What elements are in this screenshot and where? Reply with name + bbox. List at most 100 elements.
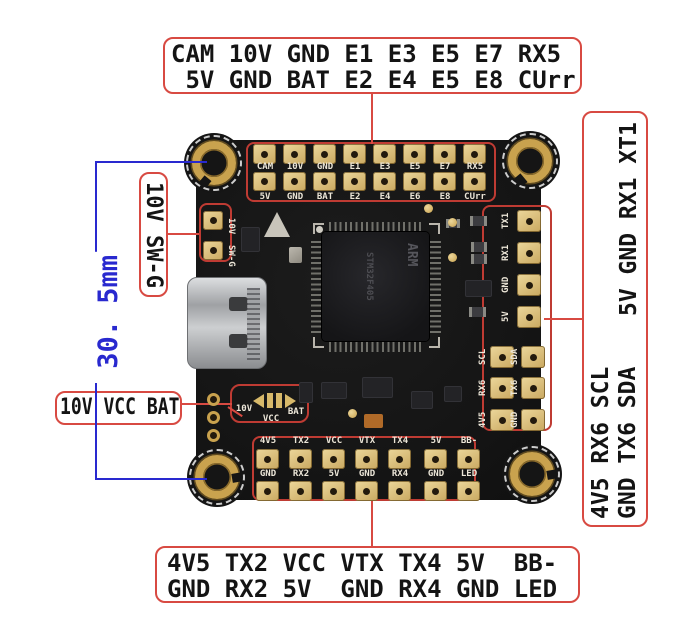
pad-label-5v: 5V (501, 311, 511, 323)
pad-label-tx2: TX2 (292, 436, 310, 446)
pad-cam (253, 144, 276, 164)
smd-component (299, 382, 313, 403)
pad-bb- (457, 449, 480, 469)
right-label-line1: 5V GND RX1 XT1 (616, 122, 642, 316)
smd-component (321, 382, 347, 399)
dashed-circle (186, 135, 242, 191)
chip-part-text: STM32F405 (364, 252, 374, 301)
pad-e2 (343, 172, 366, 191)
sw-g-label-text: 10V SW-G (141, 181, 166, 288)
silkscreen-bat: BAT (287, 407, 305, 417)
pad-gnd (517, 274, 541, 296)
pad-tx6 (521, 377, 545, 399)
smd-component (241, 227, 260, 252)
silkscreen-dot (316, 226, 323, 233)
pad-gnd (424, 481, 447, 501)
usb-pins (247, 288, 260, 360)
chip-pins-top (329, 222, 422, 233)
arrow-left-icon (253, 394, 264, 408)
pad-label-5v: 5V (259, 192, 271, 202)
pad-vtx (355, 449, 378, 469)
pad-label-tx6: TX6 (510, 379, 520, 397)
pad-label-4v5: 4V5 (259, 436, 277, 446)
top-label-box: CAM 10V GND E1 E3 E5 E7 RX5 5V GND BAT E… (163, 37, 582, 94)
pad-label-cam: CAM (256, 162, 274, 172)
pad-label-sda: SDA (510, 348, 520, 366)
power-pads-outline (230, 384, 309, 423)
pad-label-led: LED (460, 469, 478, 479)
usb-c-connector (187, 277, 267, 369)
chip-pins-right (430, 240, 441, 333)
chip-brand-text: ARM (404, 243, 419, 267)
gold-via (348, 409, 357, 418)
pad-e1 (343, 144, 366, 164)
smd-component (471, 254, 487, 264)
pad-e8 (433, 172, 456, 191)
arrow-bar (276, 393, 282, 408)
pad-label-bat: BAT (316, 192, 334, 202)
pad-label-gnd: GND (510, 411, 520, 429)
chip-bracket (429, 337, 440, 348)
pad-label-5v: 5V (328, 469, 340, 479)
leader-line-right (544, 318, 583, 320)
pad-label-gnd: GND (501, 276, 511, 294)
pad-10v (283, 144, 306, 164)
smd-component (362, 377, 393, 398)
pad-e5 (403, 144, 426, 164)
pad-rx6 (490, 377, 514, 399)
vcc-bat-label-box: 10V VCC BAT (55, 391, 182, 425)
leader-line-bottom (371, 500, 373, 547)
pad-gnd (313, 144, 336, 164)
gold-via (448, 218, 457, 227)
pad-label-bb-: BB- (460, 436, 478, 446)
pad-led (457, 481, 480, 501)
pad-gnd (256, 481, 279, 501)
smd-component (469, 307, 486, 317)
pad-label-10v: 10V (286, 162, 304, 172)
power-pad-1 (207, 411, 220, 424)
pad-label-rx1: RX1 (501, 244, 511, 262)
pad-label-e3: E3 (379, 162, 391, 172)
chip-bracket (313, 337, 324, 348)
arrow-right-icon (285, 394, 296, 408)
smd-component (444, 386, 462, 402)
pad-label-gnd: GND (427, 469, 445, 479)
smd-component (471, 242, 487, 252)
pad-label-rx6: RX6 (478, 379, 488, 397)
pad-label-10v: 10V (226, 217, 236, 235)
pad-e4 (373, 172, 396, 191)
pad-label-e2: E2 (349, 192, 361, 202)
dashed-circle (504, 446, 560, 502)
silkscreen-10v: 10V (235, 404, 253, 414)
pad-tx1 (517, 210, 541, 232)
leader-line-vcc (181, 403, 232, 405)
pad-rx4 (388, 481, 411, 501)
pad-label-gnd: GND (358, 469, 376, 479)
power-pad-0 (207, 393, 220, 406)
bottom-label-line2: GND RX2 5V GND RX4 GND LED (167, 575, 558, 603)
sw-g-label-box: 10V SW-G (139, 172, 168, 297)
pad-label-e7: E7 (439, 162, 451, 172)
smd-component (364, 414, 383, 428)
gold-via (448, 253, 457, 262)
pad-scl (490, 346, 514, 368)
pad-e3 (373, 144, 396, 164)
right-label-box: 5V GND RX1 XT1 4V5 RX6 SCL GND TX6 SDA (582, 111, 648, 527)
pad-bat (313, 172, 336, 191)
right-label-lower: 4V5 RX6 SCL GND TX6 SDA (588, 353, 642, 519)
top-label-line2: 5V GND BAT E2 E4 E5 E8 CUrr (171, 66, 576, 94)
arrow-bar (267, 393, 273, 408)
bottom-label-line1: 4V5 TX2 VCC VTX TX4 5V BB- (167, 549, 558, 577)
pad-sda (521, 346, 545, 368)
pad-rx2 (289, 481, 312, 501)
dimension-line-vertical-upper (95, 161, 97, 256)
pad-curr (463, 172, 486, 191)
pad-e6 (403, 172, 426, 191)
leader-line-swg (167, 233, 199, 235)
pad-tx2 (289, 449, 312, 469)
chip-pins-left (311, 240, 322, 333)
pad-sw-g (203, 241, 223, 260)
pad-4v5 (490, 409, 514, 431)
usb-dimple (229, 297, 248, 311)
